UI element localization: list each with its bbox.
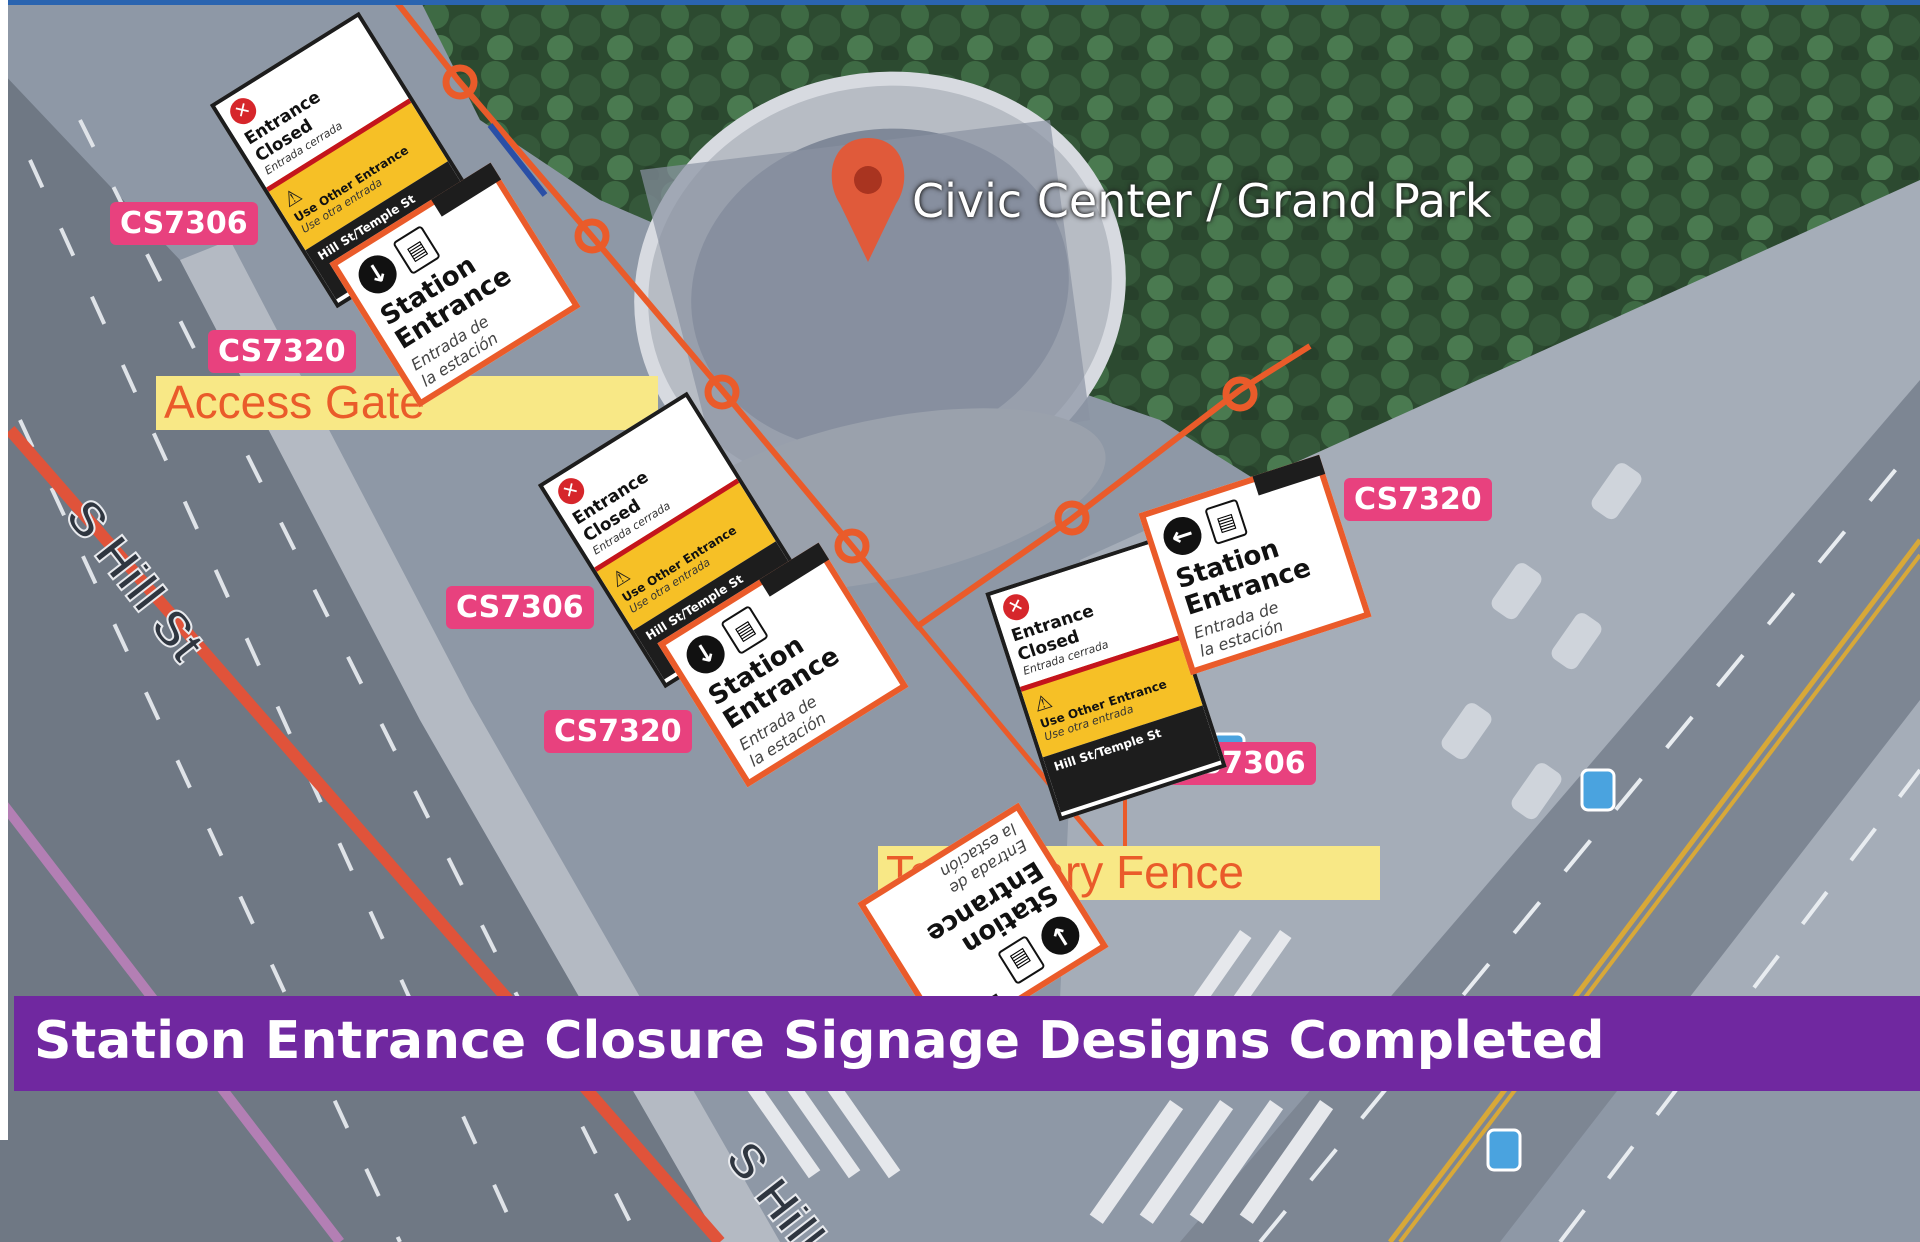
train-icon: ▤ [996,934,1046,986]
sign-code-tag: CS7320 [544,710,692,753]
sign-code-tag: CS7306 [110,202,258,245]
close-icon: ✕ [999,590,1033,624]
poi-label: Civic Center / Grand Park [912,174,1492,228]
access-gate-label: Access Gate [156,376,658,430]
sign-code-tag: CS7306 [446,586,594,629]
sign-code-tag: CS7320 [1344,478,1492,521]
train-icon: ▤ [1204,498,1249,546]
train-icon: ▤ [392,224,442,276]
arrow-left-icon: ← [1158,512,1207,560]
warning-icon: ⚠ [1030,688,1056,717]
bus-stop-icon [1210,732,1616,1172]
left-margin [0,0,8,1140]
map-pin-icon [831,138,905,262]
caption-banner: Station Entrance Closure Signage Designs… [14,996,1920,1091]
sign-code-tag: CS7320 [208,330,356,373]
arrow-down-icon: ↓ [1034,909,1087,962]
caption-text: Station Entrance Closure Signage Designs… [34,1011,1605,1071]
train-icon: ▤ [720,604,770,656]
top-rule [0,0,1920,5]
